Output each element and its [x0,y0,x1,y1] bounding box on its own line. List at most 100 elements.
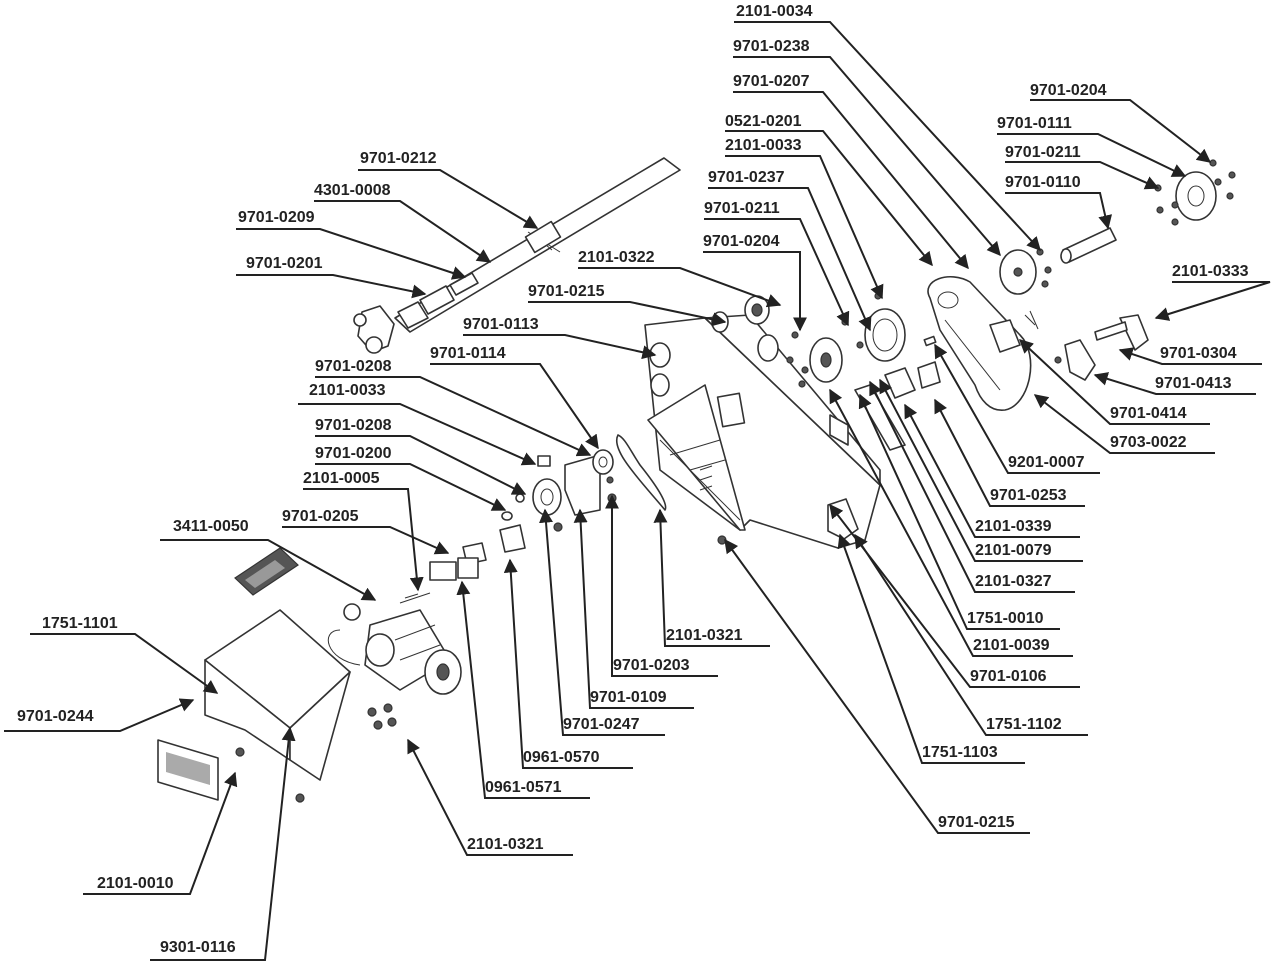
part-label: 1751-1102 [986,716,1062,733]
part-label: 9701-0208 [315,417,392,434]
leader-line [30,633,219,694]
part-label: 1751-1101 [42,615,118,632]
leader-line [703,251,807,332]
leader-lines [4,21,1271,961]
leader-line [456,580,590,799]
leader-line [314,200,492,263]
brackets [989,310,1149,381]
leader-line [708,187,872,332]
part-label: 2101-0333 [1172,263,1249,280]
drive-belt [615,434,667,511]
part-label: 9701-0247 [563,716,640,733]
part-label: 9701-0204 [703,233,780,250]
leader-line [829,503,1080,688]
leader-line [829,388,1073,657]
leader-line [1154,281,1271,321]
flange [1154,159,1236,226]
leader-line [315,376,592,457]
part-label: 9701-0212 [360,150,437,167]
leader-line [653,508,770,647]
leader-line [704,218,850,327]
leader-line [854,533,1088,736]
leader-line [1033,394,1215,454]
part-label: 9701-0111 [997,115,1072,132]
part-label: 9701-0200 [315,445,392,462]
part-label: 0961-0570 [523,749,600,766]
leader-line [858,393,1060,630]
leader-line [160,539,377,601]
leader-line [315,435,527,495]
leader-line [904,403,1080,538]
leader-line [725,155,884,300]
part-label: 9701-0114 [430,345,506,362]
leader-line [303,488,424,592]
leader-line [1005,192,1113,230]
part-label: 2101-0321 [666,627,743,644]
part-label: 9701-0215 [528,283,605,300]
leader-line [358,169,539,229]
leader-line [236,228,467,280]
part-label: 9701-0414 [1110,405,1187,422]
leader-line [298,403,537,466]
part-label: 9701-0203 [613,657,690,674]
part-label: 9701-0237 [708,169,785,186]
leader-line [879,378,1083,562]
part-label: 9701-0110 [1005,174,1081,191]
part-label: 9201-0007 [1008,454,1085,471]
part-label: 9701-0215 [938,814,1015,831]
leader-line [282,526,450,555]
leader-line [1018,339,1210,425]
leader-line [528,301,727,327]
part-label: 1751-0010 [967,610,1044,627]
part-label: 2101-0033 [725,137,802,154]
part-label: 9701-0413 [1155,375,1232,392]
part-label: 2101-0079 [975,542,1052,559]
leader-line [1093,372,1256,395]
part-label: 9701-0238 [733,38,810,55]
part-label: 1751-1103 [922,744,998,761]
part-label: 2101-0034 [736,3,813,20]
leader-line [725,130,933,267]
part-label: 9701-0204 [1030,82,1107,99]
leader-line [733,56,1001,257]
leader-line [407,738,573,856]
part-label: 2101-0010 [97,875,174,892]
left-components [399,449,617,604]
leader-line [1030,99,1212,163]
part-label: 9701-0209 [238,209,315,226]
belt-guard [927,276,1032,411]
pulleys [809,292,906,383]
part-label: 3411-0050 [173,518,249,535]
leader-line [503,558,633,769]
part-label: 9701-0113 [463,316,539,333]
leader-line [315,463,507,511]
part-label: 2101-0005 [303,470,380,487]
parts-illustration [157,157,1236,803]
label-plate [157,739,219,801]
cover [204,609,351,803]
frame-screw [717,535,727,545]
motor [327,603,462,730]
leader-line [1118,347,1262,365]
leader-line [573,508,694,709]
leader-line [934,343,1100,474]
part-label: 0961-0571 [485,779,562,796]
part-label: 9701-0106 [970,668,1047,685]
leader-line [734,21,1041,252]
part-label: 9301-0116 [160,939,236,956]
shaft [1060,227,1117,264]
part-label: 2101-0327 [975,573,1052,590]
part-label: 2101-0322 [578,249,655,266]
leader-line [869,380,1075,593]
leader-line [578,267,782,308]
part-label: 9703-0022 [1110,434,1187,451]
leader-line [934,398,1085,507]
part-label: 9701-0304 [1160,345,1237,362]
part-label: 9701-0207 [733,73,810,90]
part-label: 2101-0339 [975,518,1052,535]
leader-line [236,274,427,299]
part-label: 9701-0109 [590,689,667,706]
leader-line [997,133,1187,177]
part-label: 9701-0253 [990,487,1067,504]
nameplate [234,547,299,596]
